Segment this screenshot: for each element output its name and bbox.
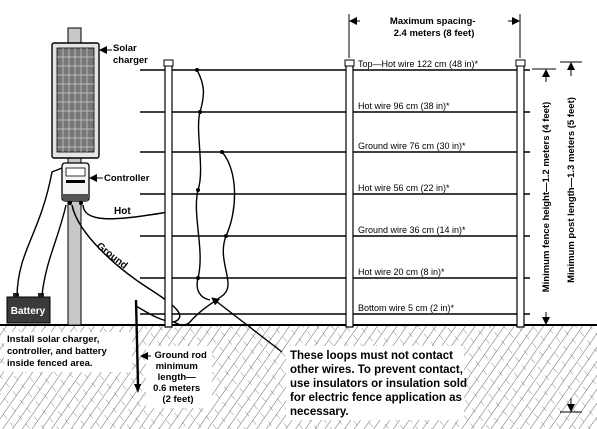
- loops-note-arrow: [211, 297, 283, 353]
- jumper-connection-dots: [195, 68, 228, 280]
- hot-lead-wire: [82, 204, 169, 220]
- ground-rod-note-line2: minimum: [156, 361, 198, 372]
- ground-lead-label: Ground: [94, 241, 129, 272]
- wire-label: Hot wire 20 cm (8 in)*: [358, 267, 445, 277]
- wire-label: Ground wire 76 cm (30 in)*: [358, 141, 466, 151]
- ground-jumper-loop: [173, 151, 236, 326]
- fence-height-dimension: [532, 68, 556, 326]
- wire-label-backdrop: [355, 184, 513, 193]
- battery: [6, 293, 51, 324]
- ground-rod: [134, 299, 141, 393]
- solar-panel: [51, 42, 100, 159]
- wire-label: Bottom wire 5 cm (2 in)*: [358, 303, 455, 313]
- min-fence-height-label: Minimum fence height—1.2 meters (4 feet): [541, 102, 552, 293]
- install-note: Install solar charger, controller, and b…: [7, 334, 109, 369]
- loops-note-line2: other wires. To prevent contact,: [290, 364, 463, 376]
- loops-note-line1: These loops must not contact: [290, 350, 453, 362]
- max-spacing-line1: Maximum spacing-: [390, 16, 476, 27]
- wire-label: Hot wire 56 cm (22 in)*: [358, 183, 450, 193]
- wire-label: Top—Hot wire 122 cm (48 in)*: [358, 59, 479, 69]
- wire-label-backdrop: [355, 226, 513, 235]
- fence-post-right: [516, 64, 525, 328]
- wire-label-backdrop: [355, 268, 513, 277]
- max-spacing-label: Maximum spacing- 2.4 meters (8 feet): [390, 16, 478, 39]
- fence-post-middle: [345, 64, 354, 328]
- max-spacing-dimension: [348, 14, 521, 58]
- post-length-dimension: [560, 61, 582, 413]
- wire-label-backdrop: [355, 304, 513, 313]
- battery-label: Battery: [11, 306, 46, 317]
- ground-rod-note-line4: 0.6 meters: [153, 383, 200, 394]
- wire-label-backdrop: [355, 60, 513, 69]
- controller-box: [61, 162, 90, 205]
- wire-label: Ground wire 36 cm (14 in)*: [358, 225, 466, 235]
- ground-rod-note-line1: Ground rod: [155, 350, 207, 361]
- ground-rod-note-line5: (2 feet): [162, 394, 193, 405]
- ground-rod-note-backdrop: [146, 346, 212, 408]
- loops-note-line3: use insulators or insulation sold: [290, 378, 467, 390]
- solar-charger-label-line1: Solar: [113, 43, 137, 54]
- install-note-line1: Install solar charger,: [7, 334, 99, 345]
- wire-label: Hot wire 96 cm (38 in)*: [358, 101, 450, 111]
- install-note-backdrop: [4, 332, 132, 372]
- solar-charger-label: Solar charger: [113, 43, 148, 66]
- install-note-line2: controller, and battery: [7, 346, 107, 357]
- max-spacing-line2: 2.4 meters (8 feet): [394, 28, 475, 39]
- solar-charger-label-line2: charger: [113, 55, 148, 66]
- wire-labels: Top—Hot wire 122 cm (48 in)* Hot wire 96 …: [355, 59, 513, 313]
- loops-note-line4: for electric fence application as: [290, 392, 462, 404]
- install-note-line3: inside fenced area.: [7, 358, 93, 369]
- loops-note-line5: necessary.: [290, 406, 349, 418]
- wire-label-backdrop: [355, 102, 513, 111]
- fence-wires: [140, 69, 530, 315]
- ground-rod-note-line3: length—: [158, 372, 196, 383]
- loops-note-backdrop: [286, 346, 464, 420]
- battery-cable: [16, 167, 63, 297]
- controller-label: Controller: [104, 173, 150, 184]
- loops-note: These loops must not contact other wires…: [290, 350, 470, 418]
- fence-posts: [163, 59, 526, 328]
- fence-post-left: [164, 64, 173, 328]
- ground-rod-note: Ground rod minimum length— 0.6 meters (2…: [153, 350, 209, 405]
- wire-label-backdrop: [355, 142, 513, 151]
- hot-jumper-loop: [195, 69, 211, 301]
- min-post-length-label: Minimum post length—1.3 meters (5 feet): [566, 97, 577, 283]
- hot-lead-label: Hot: [114, 206, 131, 217]
- battery-cable-2: [41, 204, 67, 296]
